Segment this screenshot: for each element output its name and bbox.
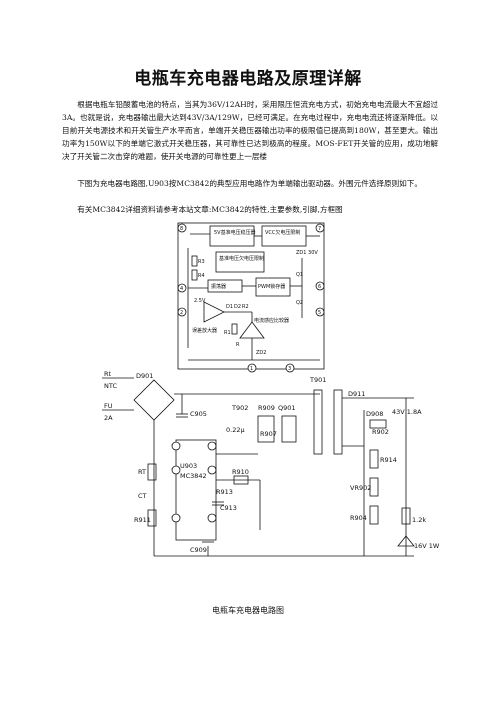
comp-vr902: VR902 xyxy=(350,484,371,492)
label-d2: D2 xyxy=(234,304,241,310)
pin-3: 3 xyxy=(288,366,291,372)
pin-1: 1 xyxy=(250,366,253,372)
block-vcc-uvlo: VCC欠电压限制 xyxy=(265,229,300,236)
label-zd2: ZD2 xyxy=(256,350,266,356)
block-5v-ref: 5V基准电压稳压器 xyxy=(214,229,256,236)
label-q1: Q1 xyxy=(296,272,303,278)
comp-c909: C909 xyxy=(190,546,207,554)
label-d1: D1 xyxy=(226,304,233,310)
comp-fu: FU xyxy=(104,402,113,410)
label-r: R xyxy=(236,342,240,348)
mc3842-block-diagram: 5V基准电压稳压器 VCC欠电压限制 基准电压欠电压限制 振荡器 PWM锁存器 … xyxy=(177,222,325,373)
comp-r913: R913 xyxy=(216,488,233,496)
comp-r910: R910 xyxy=(232,468,249,476)
label-q2: Q2 xyxy=(296,300,303,306)
label-r4: R4 xyxy=(198,273,205,279)
block-oscillator: 振荡器 xyxy=(211,283,226,290)
comp-2a: 2A xyxy=(104,414,113,422)
pin-4: 4 xyxy=(180,286,183,292)
label-2v5: 2.5V xyxy=(194,298,206,304)
comp-t902: T902 xyxy=(231,404,248,412)
block-ref-uvlo: 基准电压欠电压限制 xyxy=(219,255,264,262)
comp-ntc: NTC xyxy=(104,382,117,390)
page-title: 电瓶车充电器电路及原理详解 xyxy=(134,69,362,89)
comp-u903: U903 xyxy=(180,462,197,470)
comp-r907: R907 xyxy=(260,430,277,438)
figure-caption: 电瓶车充电器电路图 xyxy=(212,606,284,615)
pin-7: 7 xyxy=(318,226,321,232)
comp-d911: D911 xyxy=(348,390,365,398)
comp-r909: R909 xyxy=(258,404,275,412)
label-r1: R1 xyxy=(224,330,231,336)
block-pwm-latch: PWM锁存器 xyxy=(258,283,285,290)
circuit-description-paragraph: 下图为充电器电路图,U903按MC3842的典型应用电路作为单端输出驱动器。外围… xyxy=(77,179,422,188)
block-current-sense: 电流感应比较器 xyxy=(254,317,289,324)
comp-zener: 16V 1W xyxy=(414,542,440,550)
comp-output-rating: 43V 1.8A xyxy=(392,408,422,416)
reference-link-paragraph[interactable]: 有关MC3842详细资料请参考本站文章:MC3842的特性,主要参数,引脚,方框… xyxy=(77,205,343,214)
comp-q901: Q901 xyxy=(278,404,296,412)
label-r2: R2 xyxy=(242,304,249,310)
comp-d908: D908 xyxy=(366,410,383,418)
label-zd1: ZD1 30V xyxy=(296,250,318,256)
comp-r911: R911 xyxy=(134,516,151,524)
pin-5: 5 xyxy=(318,310,321,316)
comp-1k2: 1.2k xyxy=(412,516,426,524)
comp-r914: R914 xyxy=(380,456,397,464)
block-error-amp: 误差放大器 xyxy=(192,327,217,334)
comp-cap-022u: 0.22μ xyxy=(226,426,245,434)
intro-paragraph: 根据电瓶车铅酸蓄电池的特点，当其为36V/12AH时，采用限压恒流充电方式，初始… xyxy=(62,100,438,161)
comp-d901: D901 xyxy=(136,372,153,380)
pin-6: 6 xyxy=(318,284,321,290)
label-r3: R3 xyxy=(198,259,205,265)
comp-r902: R902 xyxy=(372,428,389,436)
comp-ct: CT xyxy=(138,492,147,500)
charger-schematic: Rt NTC D901 C905 FU 2A T901 D911 D908 43… xyxy=(102,370,440,557)
comp-rt: Rt xyxy=(104,370,112,378)
pin-2: 2 xyxy=(180,310,183,316)
comp-mc3842: MC3842 xyxy=(180,472,207,480)
comp-rt-timing: RT xyxy=(138,468,146,476)
comp-c905: C905 xyxy=(190,410,207,418)
comp-c913: C913 xyxy=(220,504,237,512)
comp-t901: T901 xyxy=(309,376,326,384)
pin-8: 8 xyxy=(180,226,183,232)
comp-r904: R904 xyxy=(350,514,367,522)
